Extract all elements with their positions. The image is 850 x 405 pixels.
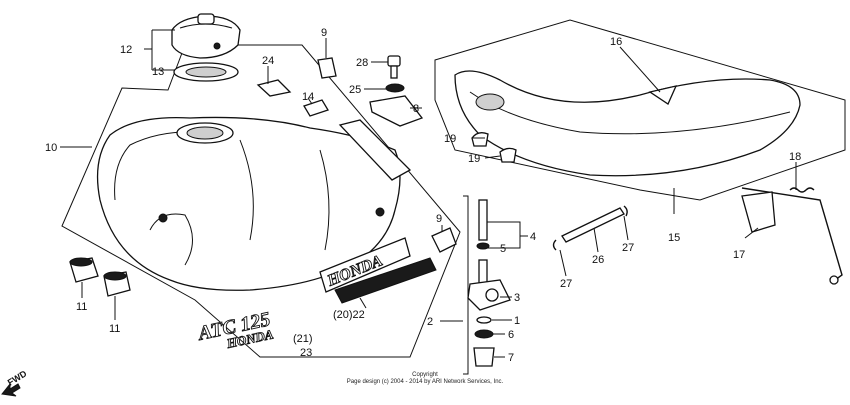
fuel-tank[interactable] (96, 116, 401, 291)
seat-clip-19a[interactable] (471, 132, 489, 147)
callout-16: 16 (610, 36, 622, 48)
clip-9-mid[interactable] (431, 227, 457, 253)
callout-18: 18 (789, 151, 801, 163)
bolt-28[interactable] (387, 55, 401, 79)
callout-9-mid: 9 (436, 213, 442, 225)
fuel-cap[interactable] (171, 13, 241, 59)
tank-rear-strip (338, 119, 412, 181)
fuel-cock-cup-7[interactable] (473, 347, 495, 367)
seat-pin-26[interactable] (561, 207, 625, 243)
callout-25: 25 (349, 84, 361, 96)
callout-5: 5 (500, 243, 506, 255)
callouts: 12 13 9 28 25 8 24 14 10 16 19 19 18 15 … (45, 27, 801, 364)
callout-8: 8 (413, 103, 419, 115)
callout-1: 1 (514, 315, 520, 327)
callout-20-22: (20)22 (333, 309, 365, 321)
fuel-cock-gasket-1[interactable] (476, 316, 492, 324)
pin-clip-27a[interactable] (552, 239, 557, 251)
callout-14: 14 (302, 91, 314, 103)
fwd-indicator: FWD (1, 368, 29, 397)
fuel-cock-filter-6[interactable] (474, 329, 494, 339)
callout-19a: 19 (444, 133, 456, 145)
leader-lines (60, 29, 797, 358)
washer-25[interactable] (385, 83, 405, 93)
cap-gasket[interactable] (173, 62, 239, 82)
callout-27a: 27 (560, 278, 572, 290)
copyright-line1: Copyright (412, 372, 438, 378)
tank-cushion-11a[interactable] (69, 257, 99, 283)
copyright-line2: Page design (c) 2004 - 2014 by ARI Netwo… (347, 379, 504, 385)
callout-27b: 27 (622, 242, 634, 254)
callout-10: 10 (45, 142, 57, 154)
callout-13: 13 (152, 66, 164, 78)
tank-cushion-11b[interactable] (103, 271, 131, 297)
callout-23: 23 (300, 347, 312, 359)
callout-6: 6 (508, 329, 514, 341)
callout-19b: 19 (468, 153, 480, 165)
callout-21: (21) (293, 333, 313, 345)
group-frames (61, 19, 846, 375)
callout-26: 26 (592, 254, 604, 266)
cushion-8[interactable] (369, 95, 424, 127)
callout-17: 17 (733, 249, 745, 261)
callout-11a: 11 (76, 301, 87, 313)
callout-24: 24 (262, 55, 274, 67)
callout-2: 2 (427, 316, 433, 328)
fwd-arrow-icon (1, 382, 21, 397)
tank-decal-24[interactable] (256, 79, 292, 97)
clip-9-top[interactable] (317, 57, 337, 79)
pin-clip-27b[interactable] (623, 205, 628, 217)
callout-7: 7 (508, 352, 514, 364)
callout-12: 12 (120, 44, 132, 56)
callout-11b: 11 (109, 323, 120, 335)
callout-3: 3 (514, 292, 520, 304)
callout-15: 15 (668, 232, 680, 244)
atc-emblem[interactable]: ATC 125 HONDA (194, 308, 275, 352)
seat[interactable] (454, 70, 801, 177)
callout-4: 4 (530, 231, 536, 243)
latch-spring-18[interactable] (789, 187, 815, 193)
callout-9-top: 9 (321, 27, 327, 39)
seat-latch-17[interactable] (741, 187, 843, 285)
callout-28: 28 (356, 57, 368, 69)
fuel-cock[interactable] (467, 199, 511, 311)
seat-clip-19b[interactable] (499, 147, 517, 163)
bracket-14[interactable] (303, 99, 329, 117)
